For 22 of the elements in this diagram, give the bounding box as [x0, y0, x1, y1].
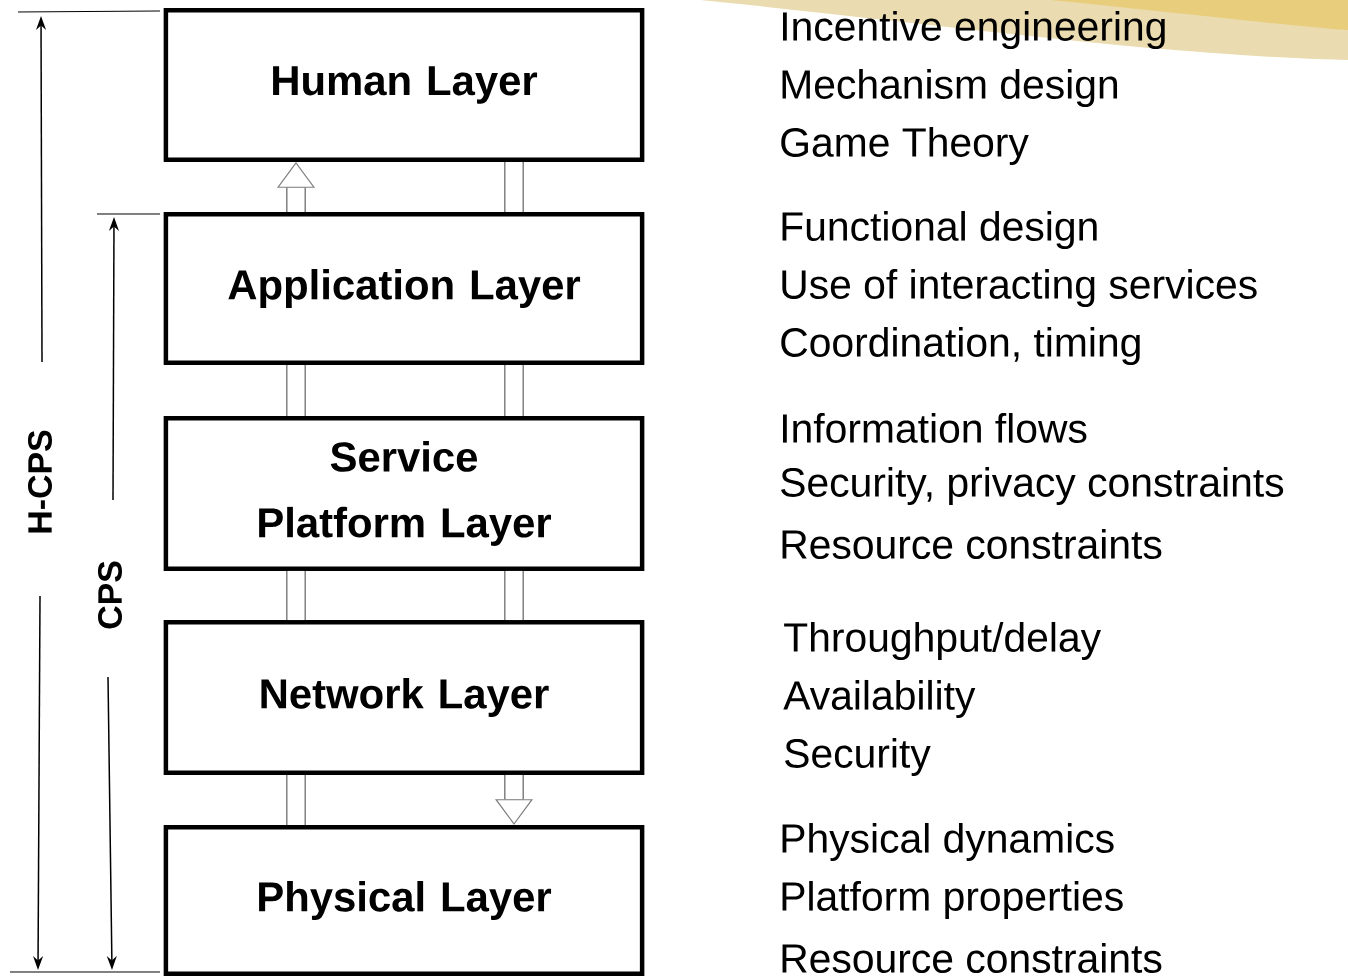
description-text: Information flows: [783, 413, 1087, 443]
description-text: Security: [785, 737, 931, 777]
description-text: Mechanism design: [782, 68, 1117, 107]
description-text: Use of interacting services: [782, 268, 1257, 307]
layer-box: Service Platform Layer: [163, 416, 645, 571]
layer-box: Application Layer: [163, 212, 645, 365]
description-text: Functional design: [782, 210, 1097, 249]
layer-box: Physical Layer: [163, 825, 645, 976]
description-text: Coordination, timing: [781, 326, 1140, 365]
description-text: Resource constraints: [782, 529, 1162, 559]
description-text: Availability: [783, 679, 976, 719]
layer-box: Network Layer: [163, 620, 645, 775]
description-text: Resource constraints: [782, 943, 1162, 973]
dimension-label: CPS: [98, 561, 122, 629]
dimension-label: H-CPS: [28, 430, 52, 533]
description-text: Physical dynamics: [782, 822, 1114, 862]
description-text: Incentive engineering: [783, 10, 1165, 49]
description-text: Throughput/delay: [784, 621, 1101, 661]
description-text: Game Theory: [781, 126, 1029, 165]
layer-box: Human Layer: [163, 8, 645, 162]
description-text: Platform properties: [782, 880, 1123, 920]
description-text: Security, privacy constraints: [781, 466, 1284, 505]
